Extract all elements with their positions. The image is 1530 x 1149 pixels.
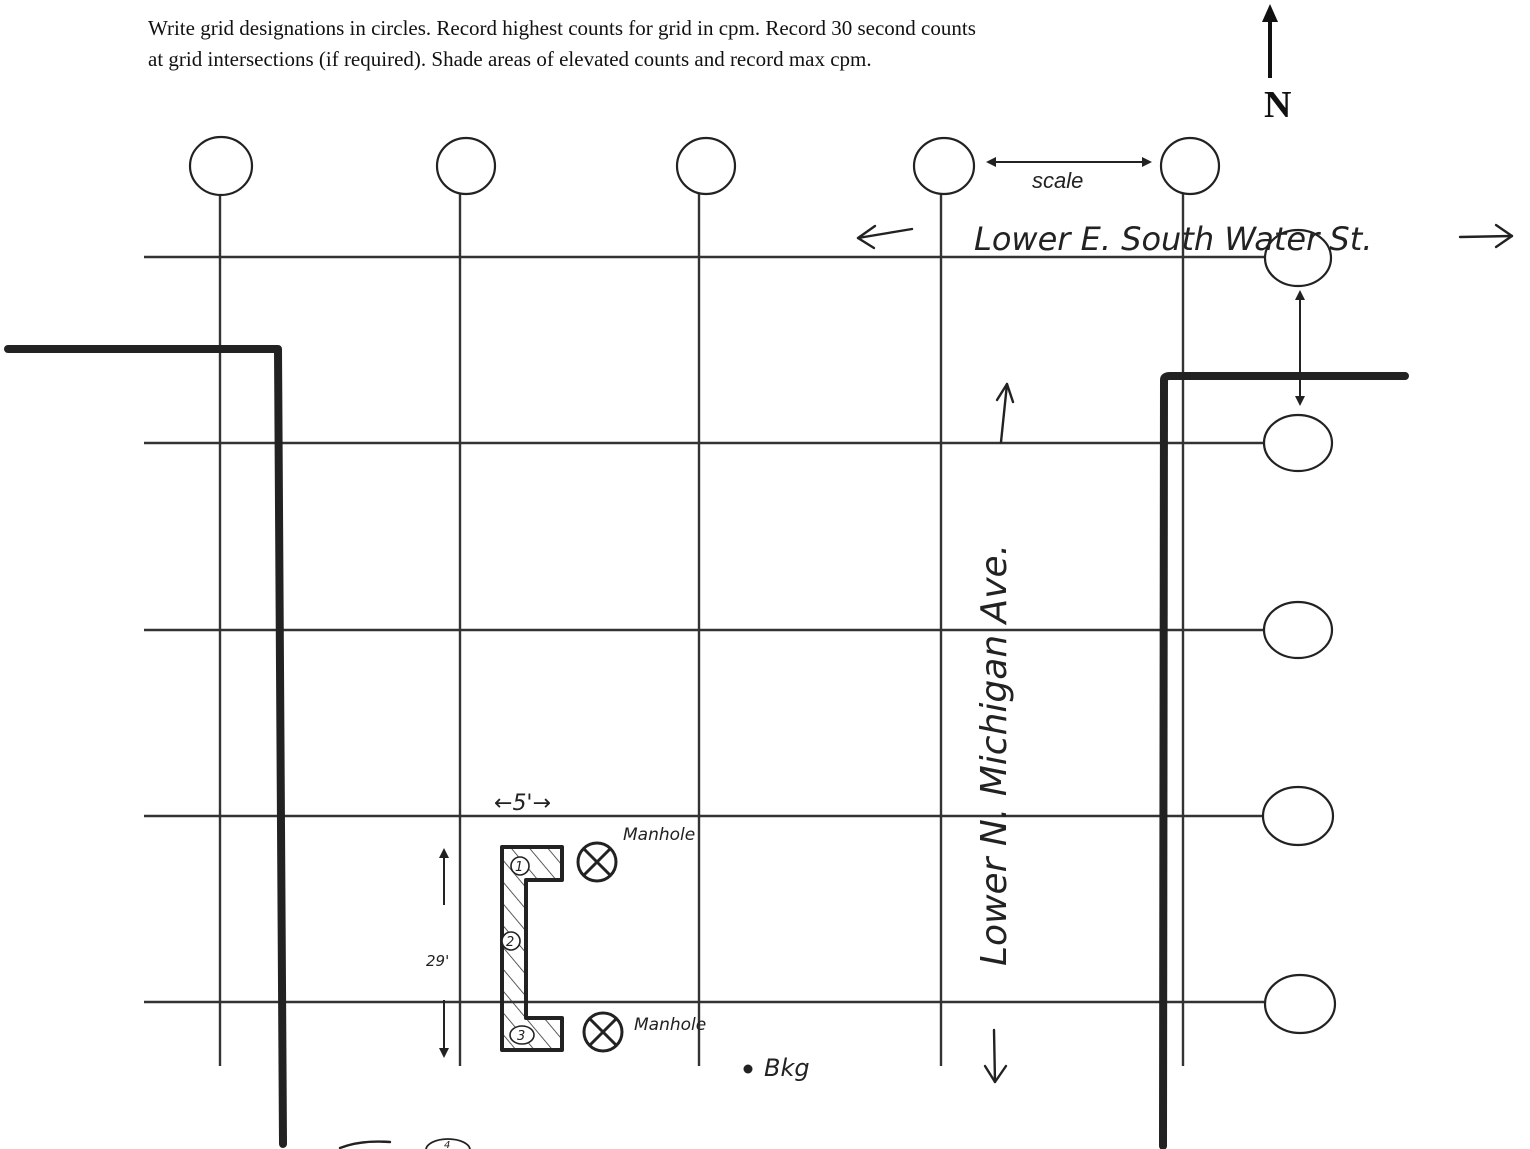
background-point-icon — [743, 1064, 753, 1074]
scale-label: scale — [1032, 168, 1083, 193]
street-direction-arrow-west-icon — [856, 224, 914, 250]
north-arrow-icon — [1262, 4, 1278, 78]
column-designation-circles — [188, 135, 1221, 197]
svg-text:1: 1 — [515, 860, 523, 875]
bottom-partial-circle — [425, 1138, 471, 1149]
right-curb-outline — [1159, 372, 1409, 1149]
manhole-top-icon — [576, 841, 618, 883]
sample-point-3: 3 — [509, 1025, 535, 1045]
manhole-top-label: Manhole — [623, 825, 695, 845]
street-direction-arrow-north-icon — [995, 382, 1015, 444]
instruction-line-1: Write grid designations in circles. Reco… — [148, 16, 976, 40]
width-dimension-label: ←5'→ — [494, 791, 551, 816]
elevated-count-area — [500, 845, 564, 1052]
sample-point-2: 2 — [501, 931, 521, 951]
background-label: Bkg — [764, 1054, 810, 1082]
manhole-bottom-label: Manhole — [634, 1015, 706, 1035]
street-direction-arrow-east-icon — [1458, 223, 1514, 249]
svg-text:3: 3 — [517, 1029, 525, 1044]
length-dimension-label: 29' — [426, 952, 449, 970]
street-direction-arrow-south-icon — [983, 1028, 1008, 1084]
manhole-bottom-icon — [582, 1011, 624, 1053]
bottom-partial-stroke — [338, 1140, 392, 1149]
row-designation-circles — [1261, 228, 1337, 1035]
horizontal-grid-lines — [144, 255, 1264, 1004]
sample-point-1: 1 — [510, 856, 530, 876]
svg-text:2: 2 — [506, 935, 514, 950]
bottom-partial-label: 4 — [444, 1140, 450, 1149]
street-name-south-water: Lower E. South Water St. — [974, 220, 1372, 258]
street-name-michigan-ave: Lower N. Michigan Ave. — [974, 544, 1015, 966]
instruction-line-2: at grid intersections (if required). Sha… — [148, 47, 872, 71]
north-label: N — [1264, 84, 1291, 126]
left-curb-outline — [4, 345, 287, 1148]
